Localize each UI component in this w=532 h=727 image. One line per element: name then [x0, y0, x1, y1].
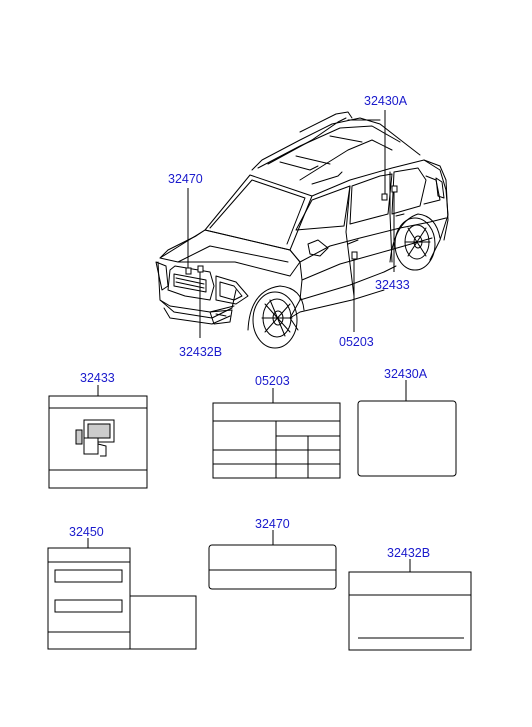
label-32433: [48, 385, 148, 489]
label-location-markers: [185, 185, 398, 275]
label-05203: [212, 388, 341, 479]
callout-leader-lines: [187, 110, 395, 338]
callout-05203-right[interactable]: 05203: [339, 335, 374, 349]
label-32450: [47, 538, 197, 650]
label-title-32433[interactable]: 32433: [80, 371, 115, 385]
callout-32432B-front[interactable]: 32432B: [179, 345, 223, 359]
label-title-05203[interactable]: 05203: [255, 374, 290, 388]
label-32432B: [348, 559, 472, 651]
label-32470: [208, 530, 337, 590]
callout-32433-right[interactable]: 32433: [375, 278, 410, 292]
label-title-32432B[interactable]: 32432B: [387, 546, 431, 560]
fuel-pump-icon: [75, 419, 115, 457]
label-title-32470[interactable]: 32470: [255, 517, 290, 531]
label-title-32430A[interactable]: 32430A: [384, 367, 428, 381]
label-32430A: [357, 380, 457, 477]
label-title-32450[interactable]: 32450: [69, 525, 104, 539]
callout-32470-top[interactable]: 32470: [168, 172, 203, 186]
vehicle-illustration: [155, 111, 449, 349]
callout-32430A-top[interactable]: 32430A: [364, 94, 408, 108]
